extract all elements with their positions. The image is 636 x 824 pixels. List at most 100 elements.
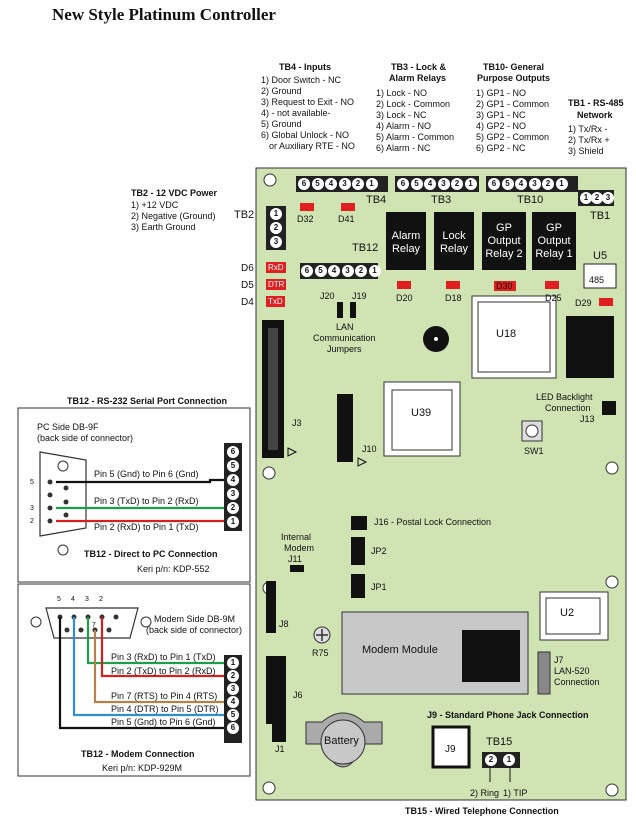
pc-wire-gnd-label: Pin 5 (Gnd) to Pin 6 (Gnd) [94,469,199,479]
j16-label: J16 - Postal Lock Connection [374,517,492,527]
j19-jumper [350,302,356,318]
db9m-pin [64,627,70,633]
pc-tb12-terminal-5: 5 [227,460,239,472]
j19-label: J19 [352,291,367,301]
tb3-terminal-6: 6 [397,178,409,190]
tb10-terminal-3: 3 [528,178,541,190]
tb2-terminal-1: 1 [270,208,282,220]
j1-connector [272,720,286,742]
relay-block [532,212,576,270]
tb10-terminal-2: 2 [542,178,554,190]
modem-pin-5: 5 [57,596,61,603]
db9m-pin [106,627,112,633]
jp2-connector [351,537,365,565]
modem-pin-7: 7 [92,622,96,629]
tb1-terminal-3: 3 [602,192,614,204]
d32-led [300,203,314,211]
modem-wire-1-label: Pin 3 (RxD) to Pin 1 (TxD) [111,652,216,662]
j20-jumper [337,302,343,318]
u39-inner [391,389,453,451]
modem-tb12-terminal-3: 3 [227,683,239,695]
tb12-terminal-5: 5 [314,265,327,277]
relay-block [482,212,526,270]
tb15-terminal-1: 1 [503,754,515,766]
j8-connector [266,581,276,633]
pc-wire-rxd-label: Pin 2 (RxD) to Pin 1 (TxD) [94,522,199,532]
d29-led [599,298,613,306]
db9f-pin [47,505,53,511]
j11-label: J11 [288,554,302,564]
power-component [566,316,614,378]
wire-rxd-txd [86,617,226,665]
pc-panel-heading: TB12 - RS-232 Serial Port Connection [67,396,228,406]
pc-pin-5: 5 [30,479,34,486]
modem-tb12-terminal-4: 4 [227,696,239,708]
tb10-terminal-1: 1 [555,178,568,190]
lan-jumpers-label-2: Communication [313,333,376,343]
j20-label: J20 [320,291,335,301]
tb2-heading: TB2 - 12 VDC Power [131,188,218,198]
internal-modem-label-2: Modem [284,543,315,553]
db9f-pin [47,479,53,485]
u5-label: U5 [593,250,608,262]
mount-hole [262,466,276,480]
d5-label: D5 [241,280,254,291]
j3-label: J3 [292,418,302,428]
pc-side-label: PC Side DB-9F [37,422,99,432]
tb1-terminal-1: 1 [580,192,592,204]
db9m-pin [78,627,84,633]
tb12-terminal-4: 4 [328,265,340,277]
tb15-terminal-2: 2 [485,754,497,766]
tb4-terminal-1: 1 [365,178,378,190]
mount-hole [605,575,619,589]
db9m-pin [113,614,119,620]
modem-panel-caption: TB12 - Modem Connection [81,749,195,759]
tb3-terminal-3: 3 [437,178,450,190]
tb1-pinout: 1) Tx/Rx -2) Tx/Rx +3) Shield [568,124,610,156]
alarm-relay-label: Alarm Relay [391,230,421,255]
wire-gnd [56,478,227,484]
j6-connector [266,656,286,724]
mount-hole [263,173,277,187]
led-backlight-label-2: Connection [545,403,591,413]
modem-tb12-terminal-2: 2 [227,670,239,682]
tb3-label: TB3 [431,194,452,206]
wire-dtr [72,617,226,717]
tb2-terminal-2: 2 [270,222,282,234]
db9f-pin [63,485,69,491]
modem-module-chip [462,630,520,682]
u2-inner [545,597,601,635]
d25-label: D25 [545,293,562,303]
sw1-label: SW1 [524,446,544,456]
pc-panel-part: Keri p/n: KDP-552 [137,564,210,574]
j9-heading: J9 - Standard Phone Jack Connection [427,710,589,720]
tb3-terminal-4: 4 [424,178,436,190]
u18-label: U18 [496,328,517,340]
j13-connector [602,401,616,415]
db9f-pin [47,492,53,498]
tb2-terminal-3: 3 [270,236,282,248]
tb10-heading-1: TB10- General [483,62,545,72]
pc-side-sublabel: (back side of connector) [37,433,134,443]
db9m-screw [140,616,152,628]
tb3-heading-2: Alarm Relays [389,73,447,83]
d29-label: D29 [575,298,592,308]
j9-label: J9 [445,744,456,755]
j7-connector [537,651,551,695]
db9f-pin [47,518,53,524]
tb10-terminal-4: 4 [515,178,527,190]
tb1-terminal-2: 2 [591,192,603,204]
battery-label: Battery [324,735,359,747]
modem-module-label: Modem Module [362,644,438,656]
modem-side-label: Modem Side DB-9M [154,614,236,624]
page-title: New Style Platinum Controller [52,5,276,24]
j16-connector [351,516,367,530]
j8-label: J8 [279,619,289,629]
tip-label: 1) TIP [503,788,528,798]
modem-wire-3-label: Pin 7 (RTS) to Pin 4 (RTS) [111,691,218,701]
modem-wire-2-label: Pin 2 (TxD) to Pin 2 (RxD) [111,666,216,676]
